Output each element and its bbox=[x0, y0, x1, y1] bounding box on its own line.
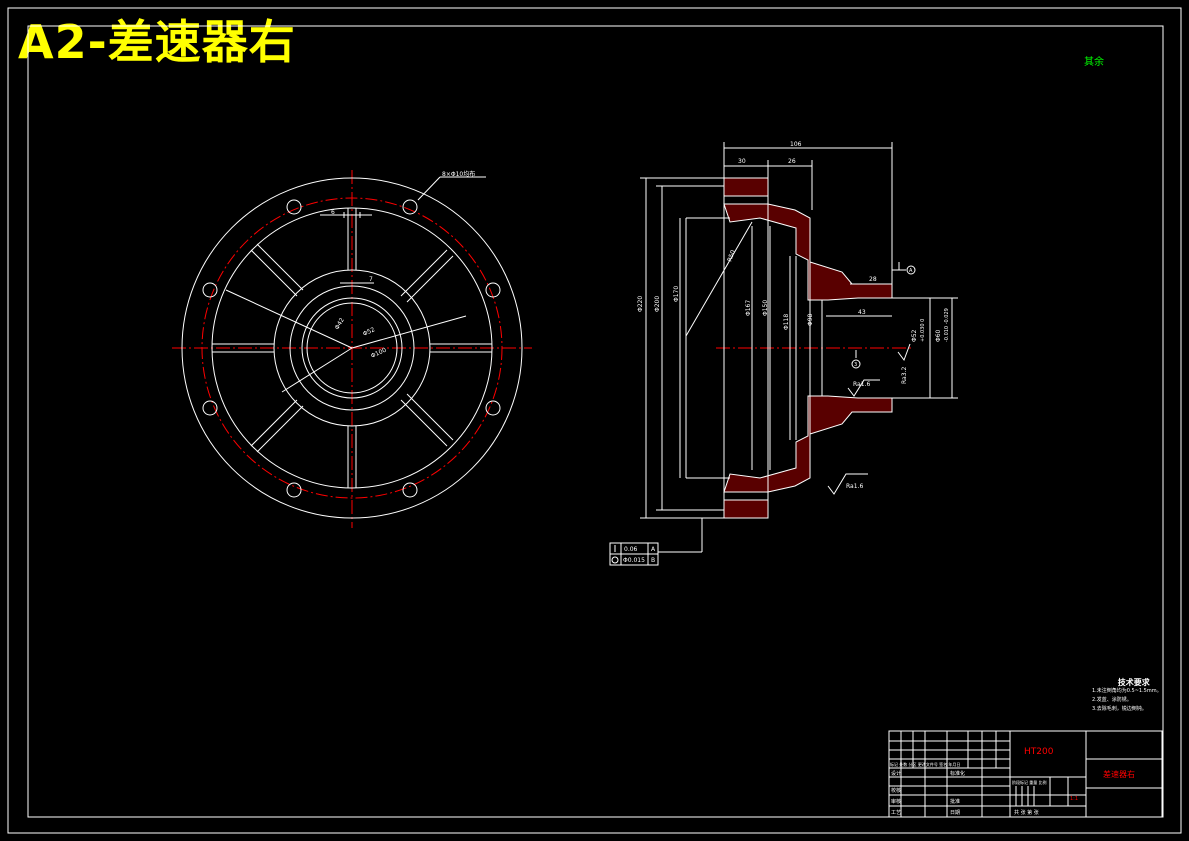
tb-left-label: 校核 bbox=[891, 787, 901, 794]
dim-r50: R50 bbox=[726, 249, 737, 263]
section-body-bottom bbox=[723, 395, 893, 493]
dim-len-30: 30 bbox=[738, 158, 746, 165]
dim-d200: Φ200 bbox=[654, 296, 661, 312]
rim-circle bbox=[211, 207, 493, 489]
dim-len-28: 28 bbox=[869, 276, 877, 283]
section-flange-top bbox=[723, 177, 769, 197]
dim-d150: Φ150 bbox=[762, 300, 769, 316]
bolt-hole bbox=[402, 482, 418, 498]
dim-d170: Φ170 bbox=[673, 286, 680, 302]
hole-leader bbox=[417, 176, 441, 201]
bolt-hole bbox=[286, 199, 302, 215]
dim-shaft-top-tol: +0.030 0 bbox=[920, 319, 926, 342]
dim-len-26: 26 bbox=[788, 158, 796, 165]
dim-width-6: 6 bbox=[331, 209, 335, 216]
roughness-symbol bbox=[847, 379, 880, 397]
front-view bbox=[172, 170, 532, 528]
tb-scale: 1:1 bbox=[1070, 796, 1078, 802]
bolt-hole bbox=[202, 400, 218, 416]
dim-d42: Φ42 bbox=[334, 317, 346, 331]
bolt-hole bbox=[485, 282, 501, 298]
dim-len-43: 43 bbox=[858, 309, 866, 316]
tech-line-3: 3.去除毛刺，锐边倒钝。 bbox=[1092, 706, 1147, 712]
tech-line-1: 1.未注倒角均为0.5~1.5mm。 bbox=[1092, 688, 1162, 694]
rough-label-2: Ra1.6 bbox=[846, 483, 863, 490]
part-name-label: 差速器右 bbox=[1103, 769, 1135, 779]
inner-frame bbox=[27, 25, 1164, 818]
tech-heading: 技术要求 bbox=[1117, 678, 1150, 687]
outer-circle bbox=[181, 177, 523, 519]
rough-label-3: Ra3.2 bbox=[901, 367, 908, 384]
dim-d220: Φ220 bbox=[637, 296, 644, 312]
outer-frame bbox=[7, 7, 1182, 834]
tb-stage-labels: 阶段标记 重量 比例 bbox=[1012, 779, 1047, 785]
dim-d167: Φ167 bbox=[745, 300, 752, 316]
dim-total-len: 106 bbox=[790, 141, 802, 148]
tolerance-frame bbox=[609, 542, 659, 566]
tol-row2-value: Φ0.015 bbox=[623, 557, 645, 564]
datum-a-label: A bbox=[909, 268, 913, 274]
tb-left-label: 工艺 bbox=[891, 810, 901, 816]
surface-note: 其余 bbox=[1084, 57, 1104, 68]
hub-mid-circle bbox=[289, 285, 415, 411]
bore-inner-circle bbox=[306, 302, 398, 394]
tech-line-2: 2.发蓝、涂防锈。 bbox=[1092, 697, 1132, 703]
hub-outer-circle bbox=[273, 269, 431, 427]
bolt-holes bbox=[202, 199, 501, 498]
datum-a-marker bbox=[906, 265, 916, 275]
dim-shaft-top: Φ52 bbox=[911, 329, 918, 342]
dim-d98: Φ98 bbox=[807, 313, 814, 326]
section-flange-bottom bbox=[723, 499, 769, 519]
ribs bbox=[212, 208, 492, 488]
hole-note: 8×Φ10均布 bbox=[442, 170, 475, 178]
dim-d118: Φ118 bbox=[783, 314, 790, 330]
technical-requirements: 技术要求 1.未注倒角均为0.5~1.5mm。 2.发蓝、涂防锈。 3.去除毛刺… bbox=[1092, 678, 1162, 714]
tb-header-row: 标记 处数 分区 更改文件号 签名 年月日 bbox=[890, 761, 960, 767]
bolt-hole bbox=[402, 199, 418, 215]
roughness-symbol bbox=[897, 343, 911, 362]
drawing-title: A2-差速器右 bbox=[18, 15, 296, 69]
datum-3-marker bbox=[851, 359, 861, 369]
section-view bbox=[640, 142, 958, 553]
title-block bbox=[888, 730, 1163, 818]
dim-d100: Φ100 bbox=[370, 347, 388, 360]
bolt-hole bbox=[202, 282, 218, 298]
tol-row1-value: 0.06 bbox=[624, 546, 638, 553]
rough-label-1: Ra1.6 bbox=[853, 381, 870, 388]
tb-mid-label: 日期 bbox=[950, 810, 960, 816]
bolt-hole bbox=[485, 400, 501, 416]
bore-circle bbox=[301, 297, 403, 399]
tol-row1-ref: A bbox=[651, 546, 656, 553]
tb-sheet-row: 共 张 第 张 bbox=[1014, 809, 1039, 816]
dim-d52-front: Φ52 bbox=[362, 326, 376, 338]
tb-left-label: 设计 bbox=[891, 770, 901, 777]
roughness-symbol bbox=[827, 473, 868, 495]
dim-width-7: 7 bbox=[369, 276, 373, 283]
datum-3-label: 3 bbox=[854, 362, 857, 368]
tol-row2-ref: B bbox=[651, 557, 655, 564]
dim-shaft-side: Φ60 bbox=[935, 329, 942, 342]
bolt-hole bbox=[286, 482, 302, 498]
tb-mid-label: 标准化 bbox=[950, 770, 965, 777]
tb-left-label: 审核 bbox=[891, 798, 901, 805]
bolt-circle bbox=[201, 197, 503, 499]
concentricity-symbol bbox=[611, 556, 619, 564]
material-label: HT200 bbox=[1024, 747, 1054, 757]
dim-shaft-side-tol: -0.010 -0.029 bbox=[944, 308, 950, 342]
tb-mid-label: 批准 bbox=[950, 798, 960, 805]
section-body-top bbox=[723, 203, 893, 301]
